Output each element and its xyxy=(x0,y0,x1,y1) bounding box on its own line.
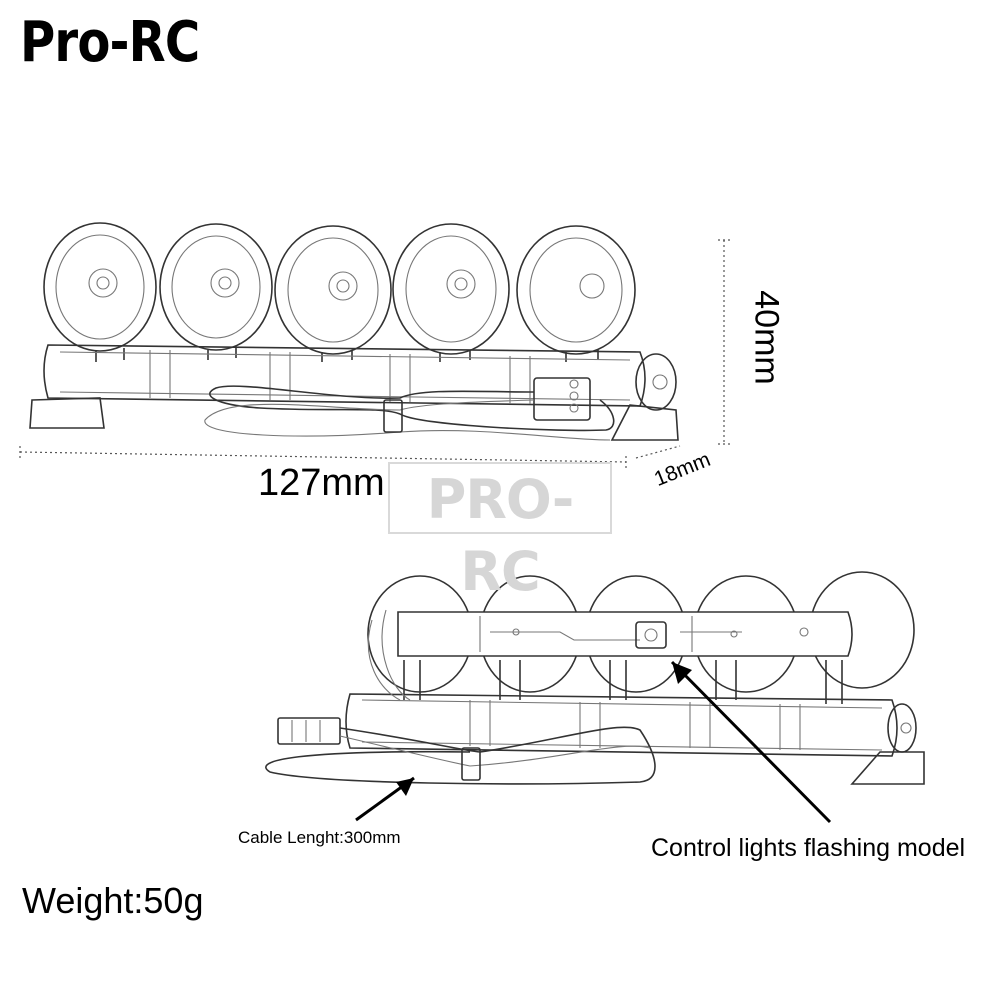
callout-arrows xyxy=(355,660,832,824)
front-view-light-bar xyxy=(29,222,679,441)
front-lamps xyxy=(43,222,636,355)
watermark: PRO-RC xyxy=(388,462,612,603)
weight-label: Weight:50g xyxy=(22,880,204,921)
height-dimension-label: 40mm xyxy=(747,290,786,385)
dimension-lines xyxy=(19,239,730,468)
brand-title: Pro-RC xyxy=(20,10,200,75)
rear-view-light-bar xyxy=(265,571,925,785)
cable-length-label: Cable Lenght:300mm xyxy=(238,828,401,847)
width-dimension-label: 127mm xyxy=(258,462,385,504)
control-module-label: Control lights flashing model xyxy=(651,834,966,862)
